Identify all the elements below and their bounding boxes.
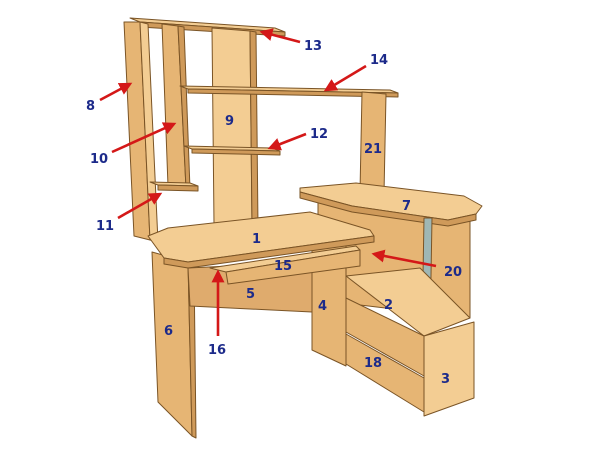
part-2-drawer-top bbox=[345, 267, 471, 337]
part-15-keyboard-tray-front bbox=[225, 249, 361, 285]
part-11-small-shelf-edge bbox=[157, 184, 199, 192]
label-9: 9 bbox=[225, 114, 234, 129]
part-7-right-top-edge bbox=[299, 191, 477, 227]
arrow-13 bbox=[259, 28, 301, 44]
label-15: 15 bbox=[274, 259, 292, 274]
label-6: 6 bbox=[164, 324, 173, 339]
label-12: 12 bbox=[310, 127, 328, 142]
part-14-long-shelf-edge bbox=[187, 88, 399, 98]
label-20: 20 bbox=[444, 265, 462, 280]
label-5: 5 bbox=[246, 287, 255, 302]
label-1: 1 bbox=[252, 232, 261, 247]
label-7: 7 bbox=[402, 199, 411, 214]
label-21: 21 bbox=[364, 142, 382, 157]
arrow-8 bbox=[99, 82, 133, 102]
arrow-14 bbox=[323, 64, 367, 92]
arrow-12 bbox=[267, 132, 307, 151]
label-2: 2 bbox=[384, 298, 393, 313]
label-3: 3 bbox=[441, 372, 450, 387]
label-16: 16 bbox=[208, 343, 226, 358]
label-18: 18 bbox=[364, 356, 382, 371]
part-1-desktop-edge bbox=[163, 235, 375, 269]
part-6-left-side bbox=[151, 251, 193, 437]
label-8: 8 bbox=[86, 99, 95, 114]
arrow-10 bbox=[111, 122, 177, 154]
label-11: 11 bbox=[96, 219, 114, 234]
arrow-11 bbox=[117, 192, 163, 220]
arrow-20 bbox=[371, 249, 437, 268]
label-14: 14 bbox=[370, 53, 388, 68]
part-3-drawer-side bbox=[423, 321, 475, 417]
label-13: 13 bbox=[304, 39, 322, 54]
part-12-short-shelf-edge bbox=[191, 148, 281, 156]
label-4: 4 bbox=[318, 299, 327, 314]
label-10: 10 bbox=[90, 152, 108, 167]
